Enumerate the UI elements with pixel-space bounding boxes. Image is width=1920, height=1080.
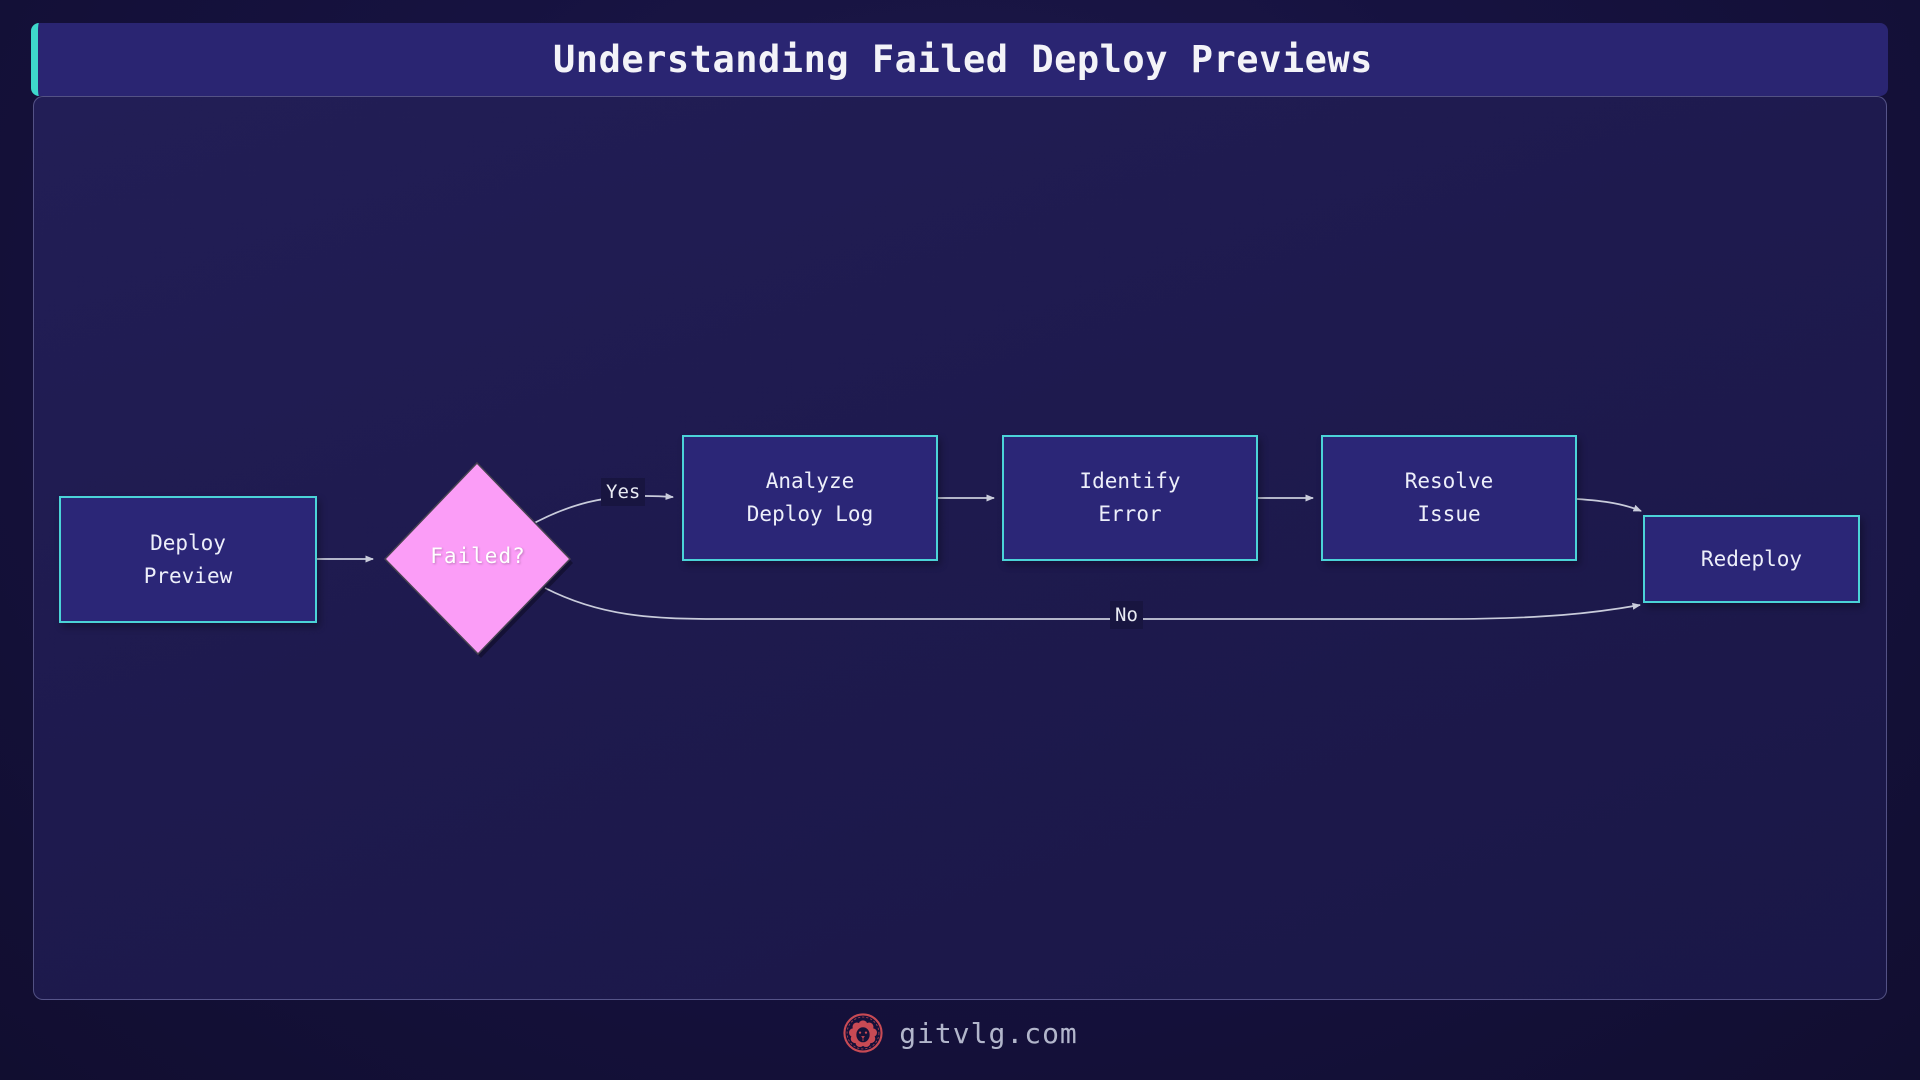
node-label: Deploy Log [746,502,874,526]
node-analyze-deploy-log: Analyze Deploy Log [682,435,938,561]
node-label: Deploy [150,530,226,555]
page-title: Understanding Failed Deploy Previews [553,38,1373,81]
lion-logo-icon [843,1013,883,1053]
node-redeploy: Redeploy [1643,515,1860,603]
edge-failed-to-analyze-yes [526,492,674,528]
node-label: Redeploy [1700,546,1803,571]
node-resolve-issue: Resolve Issue [1321,435,1577,561]
node-label: Identify [1079,469,1181,493]
node-identify-error: Identify Error [1002,435,1258,561]
site-name: gitvlg.com [899,1016,1078,1050]
edge-failed-to-redeploy-no [544,587,1641,620]
edge-label-no: No [1110,601,1143,629]
edge-resolve-to-redeploy [1576,498,1642,512]
node-label: Resolve [1404,469,1494,493]
edge-label-yes: Yes [601,478,646,506]
decision-failed-label: Failed? [430,544,526,568]
node-label: Preview [143,563,233,588]
failed-decision-diamond [383,461,572,656]
header-banner: Understanding Failed Deploy Previews [31,23,1888,96]
node-deploy-preview: Deploy Preview [59,496,317,623]
flowchart-panel [33,96,1887,1000]
node-label: Error [1098,502,1162,526]
footer: gitvlg.com [0,1010,1920,1056]
node-label: Analyze [765,469,855,493]
node-label: Issue [1417,502,1481,526]
